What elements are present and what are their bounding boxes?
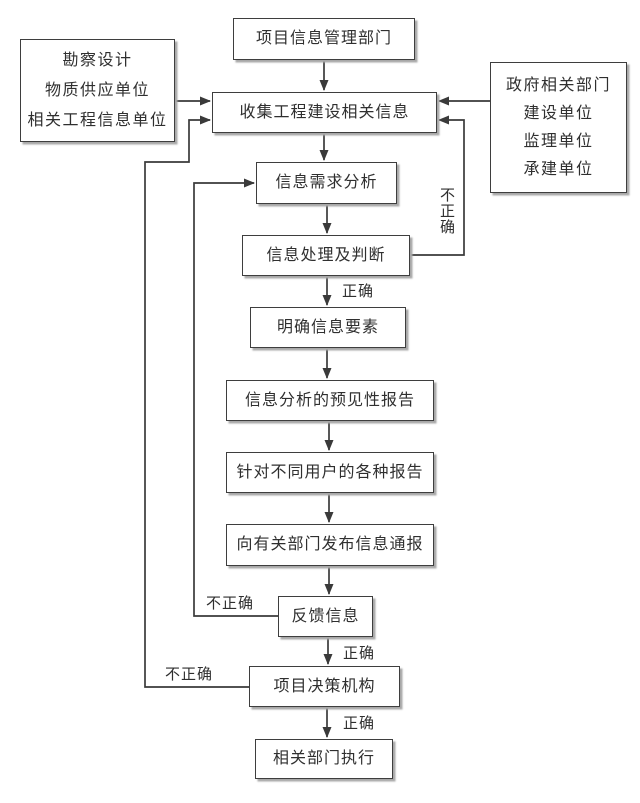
- node-execute-dept: 相关部门执行: [255, 739, 393, 779]
- node-label: 信息需求分析: [275, 174, 378, 192]
- node-collect-info: 收集工程建设相关信息: [212, 92, 437, 133]
- edge-label-correct-process: 正确: [342, 284, 375, 300]
- node-decision-body: 项目决策机构: [249, 666, 400, 707]
- edge-process-incorrect-to-collect: [410, 115, 465, 256]
- node-label: 信息分析的预见性报告: [244, 391, 415, 409]
- node-project-info-dept: 项目信息管理部门: [233, 18, 415, 60]
- node-label: 反馈信息: [291, 607, 360, 625]
- node-publish-bulletin: 向有关部门发布信息通报: [226, 524, 434, 566]
- node-left-sources: 勘察设计 物质供应单位 相关工程信息单位: [20, 39, 175, 142]
- node-user-reports: 针对不同用户的各种报告: [226, 452, 434, 493]
- edge-label-correct-decision: 正确: [343, 716, 376, 732]
- edge-label-incorrect-feedback: 不正确: [206, 596, 255, 612]
- node-label: 信息处理及判断: [266, 246, 386, 264]
- node-label-line: 政府相关部门: [505, 76, 611, 94]
- node-label-line: 监理单位: [523, 132, 594, 150]
- node-label-line: 相关工程信息单位: [27, 111, 168, 129]
- node-label: 项目决策机构: [273, 677, 376, 695]
- node-label: 向有关部门发布信息通报: [236, 536, 424, 554]
- node-label-line: 勘察设计: [62, 51, 133, 69]
- edge-label-incorrect-process: 不正确: [438, 187, 454, 235]
- node-demand-analysis: 信息需求分析: [256, 162, 397, 204]
- node-right-sources: 政府相关部门 建设单位 监理单位 承建单位: [490, 62, 627, 193]
- node-label: 收集工程建设相关信息: [239, 103, 410, 121]
- edge-decision-incorrect-to-collect: [144, 115, 249, 688]
- node-forecast-report: 信息分析的预见性报告: [226, 380, 434, 421]
- node-label: 项目信息管理部门: [255, 30, 392, 48]
- node-label-line: 承建单位: [523, 160, 594, 178]
- node-label: 相关部门执行: [272, 750, 375, 768]
- node-process-judge: 信息处理及判断: [242, 235, 410, 276]
- node-label: 针对不同用户的各种报告: [236, 463, 424, 481]
- node-label: 明确信息要素: [276, 318, 379, 336]
- node-label-line: 建设单位: [523, 104, 594, 122]
- edge-label-correct-feedback: 正确: [343, 646, 376, 662]
- edge-feedback-incorrect-to-demand: [193, 178, 278, 617]
- node-feedback-info: 反馈信息: [278, 596, 373, 637]
- node-label-line: 物质供应单位: [44, 81, 150, 99]
- edge-label-incorrect-decision: 不正确: [165, 667, 214, 683]
- node-clarify-elements: 明确信息要素: [250, 307, 406, 348]
